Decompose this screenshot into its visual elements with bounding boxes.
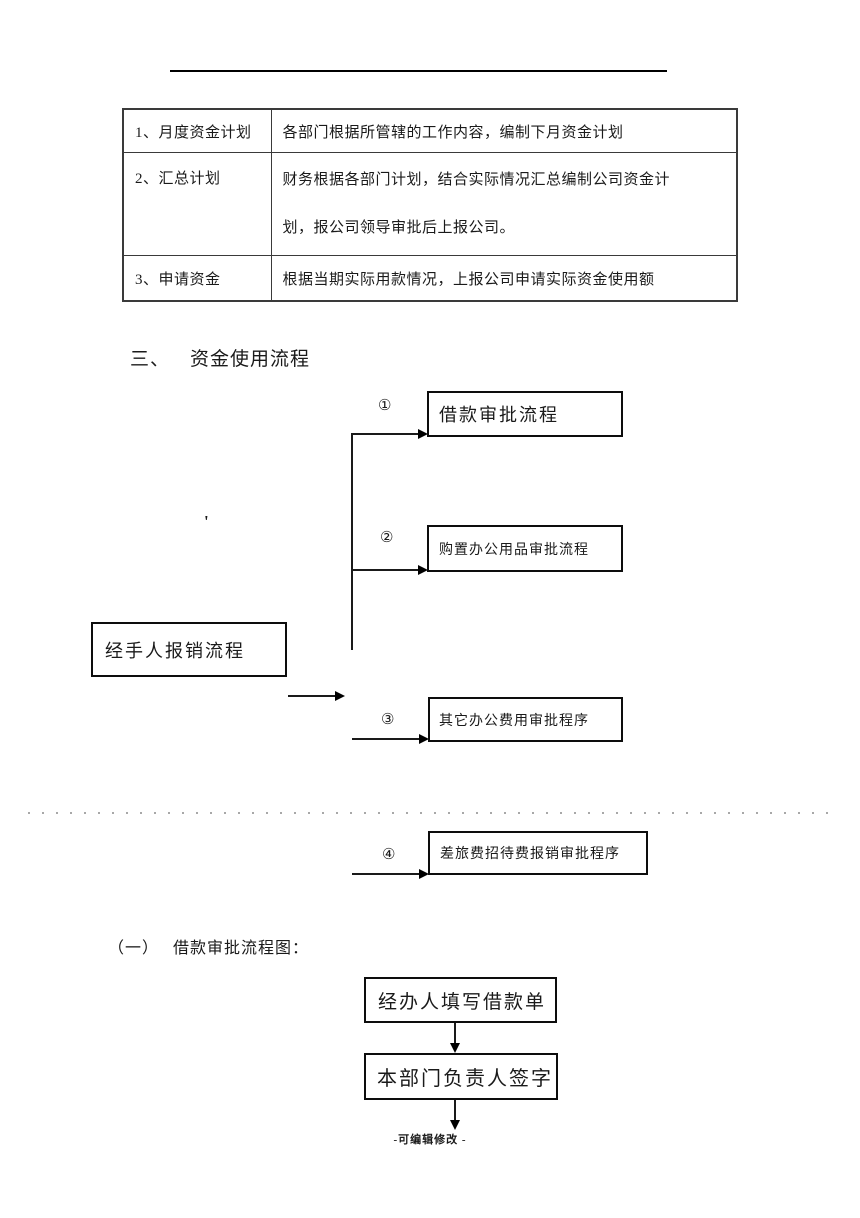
table-cell-desc: 各部门根据所管辖的工作内容，编制下月资金计划 <box>270 108 738 153</box>
step-connector-line <box>454 1023 456 1045</box>
table-row: 3、申请资金 根据当期实际用款情况，上报公司申请实际资金使用额 <box>122 255 738 302</box>
flow-box-fill-loan-form: 经办人填写借款单 <box>364 977 557 1023</box>
branch1-connector-line <box>351 433 419 435</box>
source-connector-line <box>288 695 336 697</box>
branch2-connector-line <box>351 569 419 571</box>
section-number: 三、 <box>130 349 171 370</box>
arrow-right-icon <box>419 734 429 744</box>
subsection-title: 借款审批流程图： <box>173 940 310 957</box>
stray-mark: ' <box>204 512 209 531</box>
top-horizontal-rule <box>170 70 667 72</box>
arrow-down-icon <box>450 1120 460 1130</box>
branch3-connector-line <box>352 738 420 740</box>
subsection-heading: （一） 借款审批流程图： <box>108 934 309 958</box>
step-connector-line <box>454 1100 456 1122</box>
flow-box-department-head-sign: 本部门负责人签字 <box>364 1053 558 1100</box>
desc-line-1: 财务根据各部门计划，结合实际情况汇总编制公司资金计 <box>282 172 671 188</box>
section-title: 资金使用流程 <box>190 349 311 370</box>
branch1-number: ① <box>378 398 392 414</box>
arrow-right-icon <box>418 565 428 575</box>
arrow-down-icon <box>450 1043 460 1053</box>
desc-line-2: 划，报公司领导审批后上报公司。 <box>282 220 516 236</box>
table-cell-desc: 根据当期实际用款情况，上报公司申请实际资金使用额 <box>270 255 738 302</box>
flow-box-loan-approval: 借款审批流程 <box>427 391 623 437</box>
flow-box-other-office-expense: 其它办公费用审批程序 <box>428 697 623 742</box>
table-cell-desc: 财务根据各部门计划，结合实际情况汇总编制公司资金计 划，报公司领导审批后上报公司… <box>270 152 738 256</box>
branch3-number: ③ <box>381 712 395 728</box>
flow-box-handler-reimbursement: 经手人报销流程 <box>91 622 287 677</box>
table-cell-item: 3、申请资金 <box>122 255 272 302</box>
table-cell-item: 1、月度资金计划 <box>122 108 272 153</box>
arrow-right-icon <box>418 429 428 439</box>
page-break-dotted-line <box>28 812 830 814</box>
arrow-right-icon <box>335 691 345 701</box>
arrow-right-icon <box>419 869 429 879</box>
table-cell-item: 2、汇总计划 <box>122 152 272 256</box>
fund-plan-table: 1、月度资金计划 各部门根据所管辖的工作内容，编制下月资金计划 2、汇总计划 财… <box>122 108 738 302</box>
section-heading: 三、 资金使用流程 <box>130 344 310 371</box>
branch4-connector-line <box>352 873 420 875</box>
footer-editable-note: -可编辑修改 - <box>393 1134 467 1146</box>
table-row: 1、月度资金计划 各部门根据所管辖的工作内容，编制下月资金计划 <box>122 108 738 153</box>
trunk-connector-line <box>351 434 353 650</box>
flow-box-office-supplies: 购置办公用品审批流程 <box>427 525 623 572</box>
table-row: 2、汇总计划 财务根据各部门计划，结合实际情况汇总编制公司资金计 划，报公司领导… <box>122 152 738 256</box>
subsection-number: （一） <box>108 940 160 957</box>
branch4-number: ④ <box>382 847 396 863</box>
flow-box-travel-entertainment: 差旅费招待费报销审批程序 <box>428 831 648 875</box>
branch2-number: ② <box>380 530 394 546</box>
